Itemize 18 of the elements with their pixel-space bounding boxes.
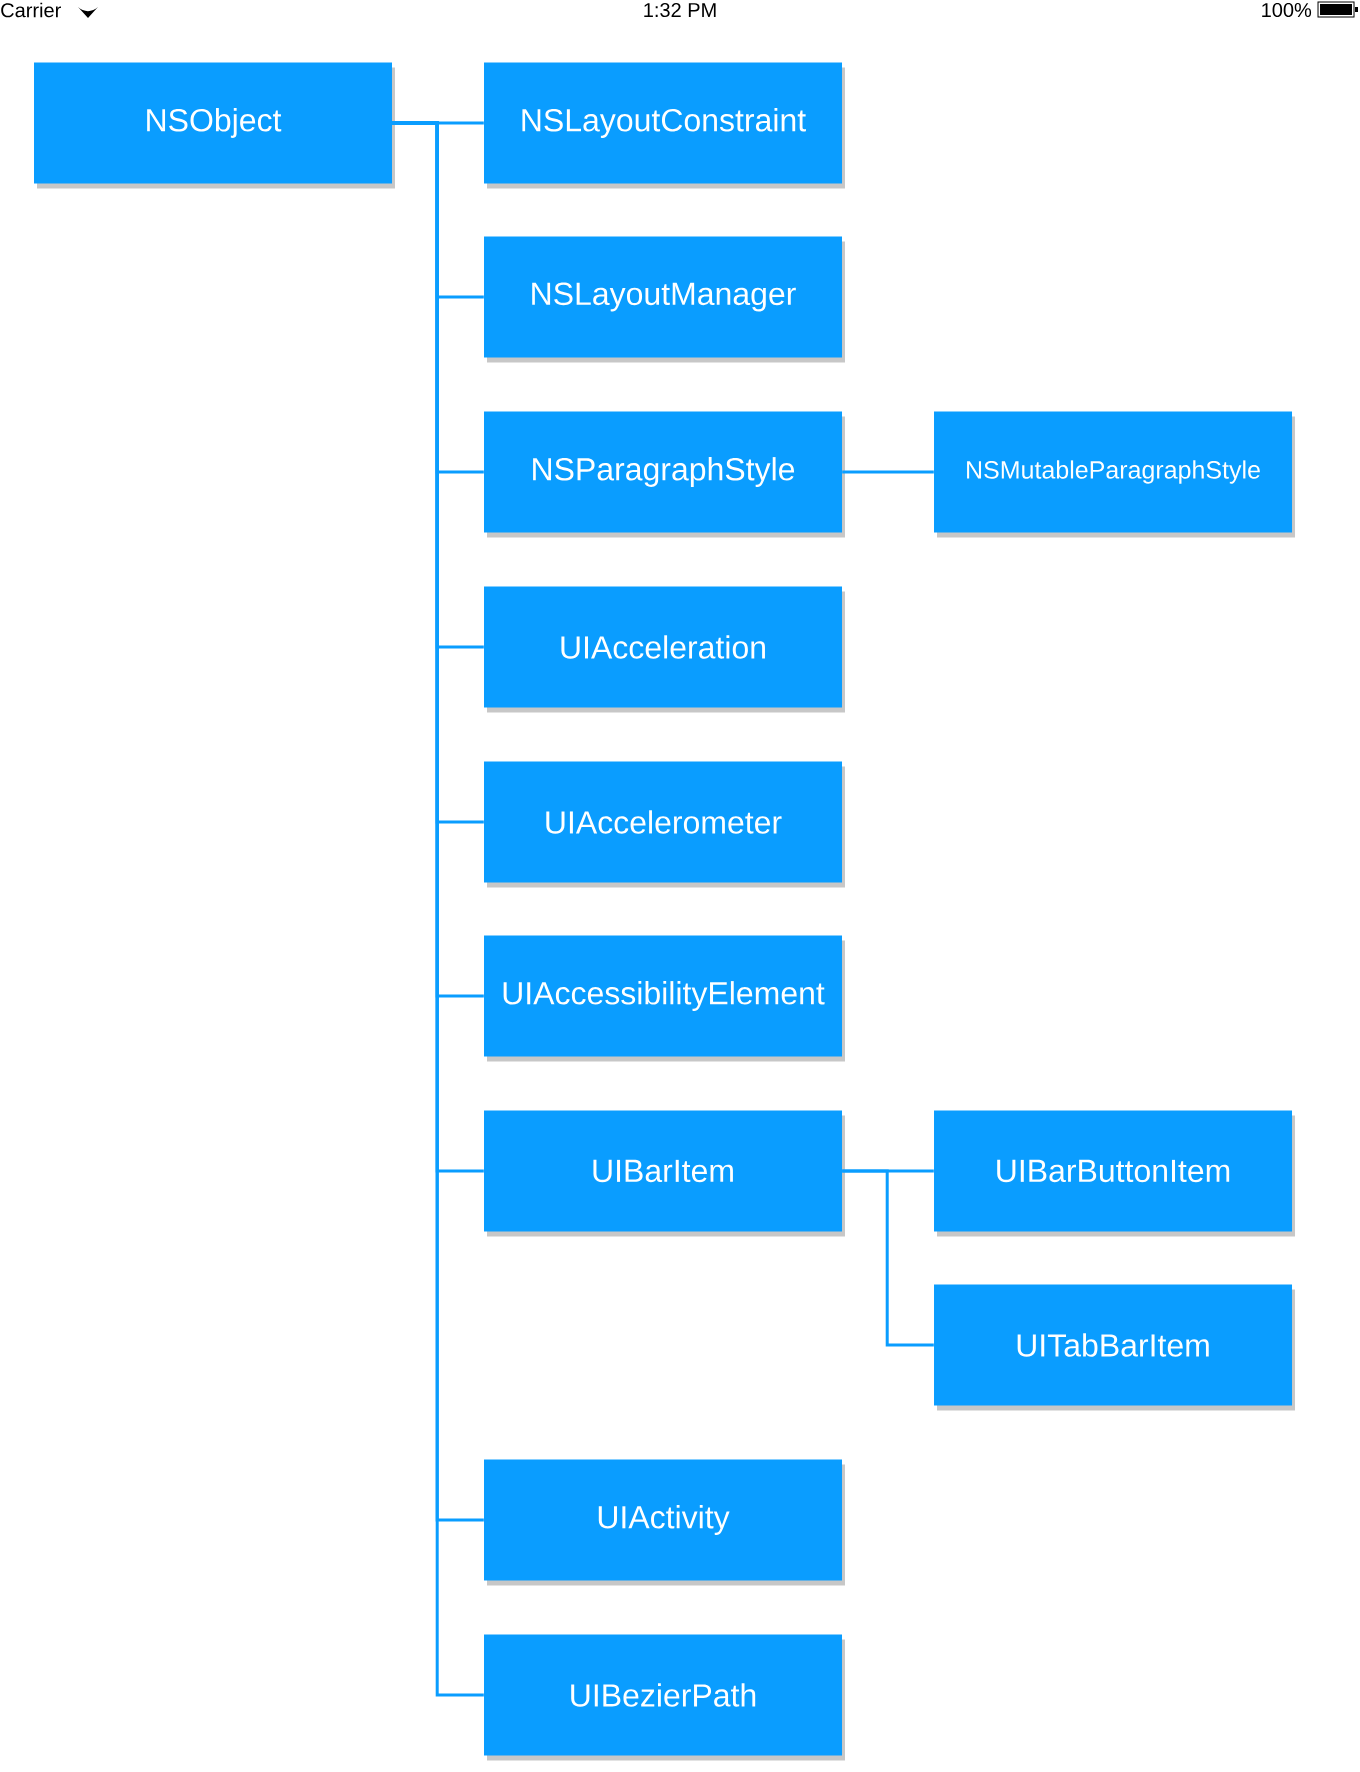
- class-box: NSMutableParagraphStyle: [934, 411, 1295, 538]
- class-box: UIAccessibilityElement: [484, 935, 845, 1062]
- class-box: UIBarItem: [484, 1110, 845, 1237]
- class-box: UITabBarItem: [934, 1284, 1295, 1411]
- status-text: 100%: [1262, 2, 1312, 18]
- class-box: UIAccelerometer: [484, 761, 845, 888]
- class-box: UIActivity: [484, 1459, 845, 1586]
- connector-line: [842, 1169, 934, 1347]
- class-box: UIBarButtonItem: [934, 1110, 1295, 1237]
- status-text: Carrier: [1, 2, 61, 18]
- class-box: NSParagraphStyle: [484, 411, 845, 538]
- class-box: UIAcceleration: [484, 586, 845, 713]
- class-box: UIBezierPath: [484, 1634, 845, 1761]
- class-box: NSLayoutConstraint: [484, 62, 845, 189]
- connector-line: [842, 470, 934, 474]
- class-box: NSLayoutManager: [484, 236, 845, 363]
- class-box: NSObject: [34, 62, 395, 189]
- status-text: 1:32 PM: [644, 2, 716, 18]
